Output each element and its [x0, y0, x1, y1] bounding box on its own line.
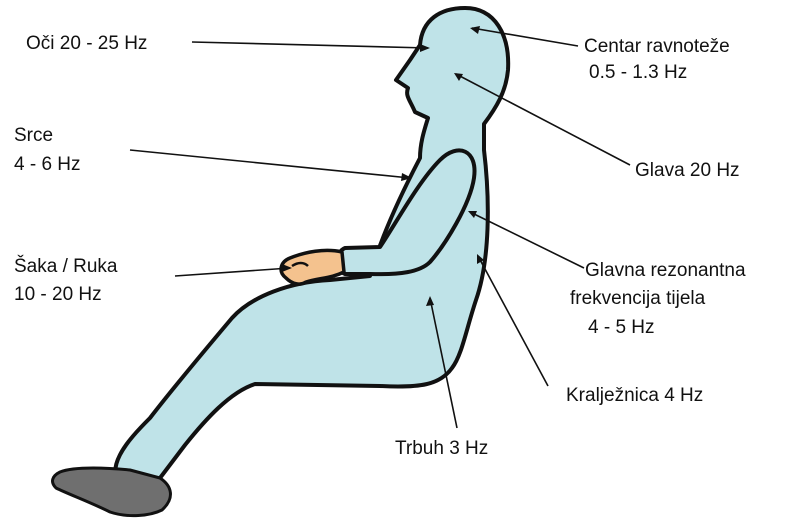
label-balance-title: Centar ravnoteže: [584, 36, 730, 57]
leader-heart: [130, 150, 410, 178]
label-balance-value: 0.5 - 1.3 Hz: [589, 62, 687, 83]
label-resonance-line2: frekvencija tijela: [570, 288, 706, 309]
label-resonance-line1: Glavna rezonantna: [585, 260, 746, 281]
label-hand-title: Šaka / Ruka: [14, 255, 118, 277]
shoe: [53, 468, 171, 516]
label-heart-value: 4 - 6 Hz: [14, 154, 81, 175]
label-head: Glava 20 Hz: [635, 160, 740, 181]
label-resonance-line3: 4 - 5 Hz: [588, 317, 655, 338]
leader-eyes: [192, 42, 428, 48]
label-abdomen: Trbuh 3 Hz: [395, 438, 488, 459]
label-heart-title: Srce: [14, 125, 53, 146]
label-eyes: Oči 20 - 25 Hz: [26, 33, 147, 54]
leader-spine: [478, 256, 548, 386]
leader-hand: [175, 268, 290, 276]
label-spine: Kralježnica 4 Hz: [566, 385, 703, 406]
label-hand-value: 10 - 20 Hz: [14, 284, 102, 305]
